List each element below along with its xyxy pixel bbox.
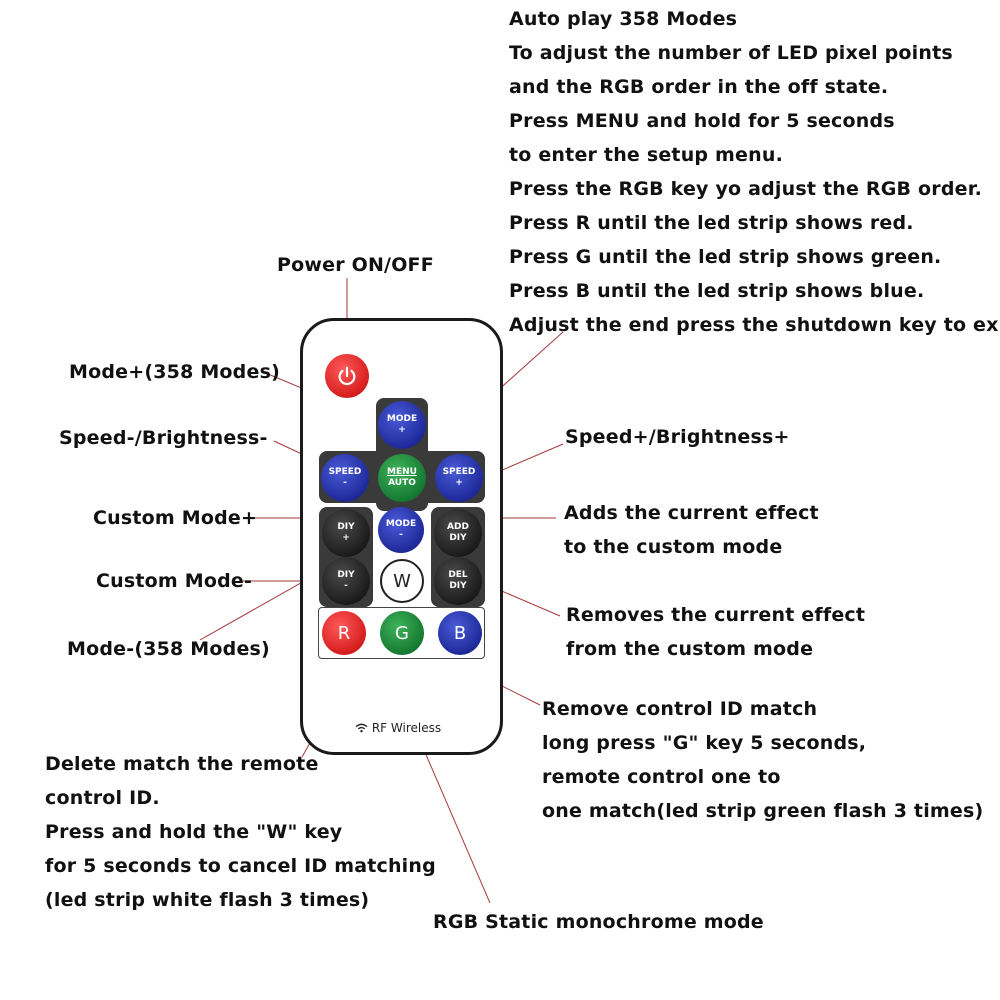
delete-match-label: Delete match the remote control ID. Pres… bbox=[45, 753, 436, 911]
instruction-line: Press B until the led strip shows blue. bbox=[509, 280, 925, 302]
diy-plus-button[interactable]: DIY+ bbox=[322, 509, 370, 557]
wifi-icon bbox=[355, 723, 368, 733]
rf-wireless-label: RF Wireless bbox=[355, 721, 441, 735]
remove-match-label: Remove control ID match long press "G" k… bbox=[542, 698, 984, 822]
rgb-button-frame bbox=[318, 607, 485, 659]
add-diy-label: Adds the current effect to the custom mo… bbox=[564, 502, 819, 558]
power-label: Power ON/OFF bbox=[277, 254, 434, 276]
mode-plus-label: Mode+(358 Modes) bbox=[69, 361, 280, 383]
instruction-line: To adjust the number of LED pixel points bbox=[509, 42, 953, 64]
speed-plus-label: Speed+/Brightness+ bbox=[565, 426, 790, 448]
auto-play-instructions: Auto play 358 Modes To adjust the number… bbox=[509, 2, 1000, 342]
instruction-line: Press the RGB key yo adjust the RGB orde… bbox=[509, 178, 982, 200]
instruction-line: and the RGB order in the off state. bbox=[509, 76, 889, 98]
diy-minus-button[interactable]: DIY- bbox=[322, 557, 370, 605]
rgb-static-label: RGB Static monochrome mode bbox=[433, 911, 764, 933]
g-button[interactable]: G bbox=[380, 611, 424, 655]
power-icon bbox=[338, 366, 356, 386]
instruction-line: Press MENU and hold for 5 seconds bbox=[509, 110, 895, 132]
b-button[interactable]: B bbox=[438, 611, 482, 655]
mode-minus-label: Mode-(358 Modes) bbox=[67, 638, 270, 660]
instruction-line: Adjust the end press the shutdown key to… bbox=[509, 314, 1000, 336]
del-diy-label: Removes the current effect from the cust… bbox=[566, 604, 866, 660]
instruction-line: to enter the setup menu. bbox=[509, 144, 784, 166]
instruction-line: Press R until the led strip shows red. bbox=[509, 212, 914, 234]
custom-plus-label: Custom Mode+ bbox=[93, 507, 258, 529]
custom-minus-label: Custom Mode- bbox=[96, 570, 253, 592]
speed-minus-label: Speed-/Brightness- bbox=[59, 427, 268, 449]
instruction-line: Auto play 358 Modes bbox=[509, 8, 738, 30]
mode-plus-button[interactable]: MODE+ bbox=[378, 401, 426, 449]
r-button[interactable]: R bbox=[322, 611, 366, 655]
speed-minus-button[interactable]: SPEED- bbox=[321, 454, 369, 502]
speed-plus-button[interactable]: SPEED+ bbox=[435, 454, 483, 502]
w-button[interactable]: W bbox=[380, 559, 424, 603]
mode-minus-button[interactable]: MODE- bbox=[378, 507, 424, 553]
instruction-line: Press G until the led strip shows green. bbox=[509, 246, 942, 268]
power-button[interactable] bbox=[325, 354, 369, 398]
